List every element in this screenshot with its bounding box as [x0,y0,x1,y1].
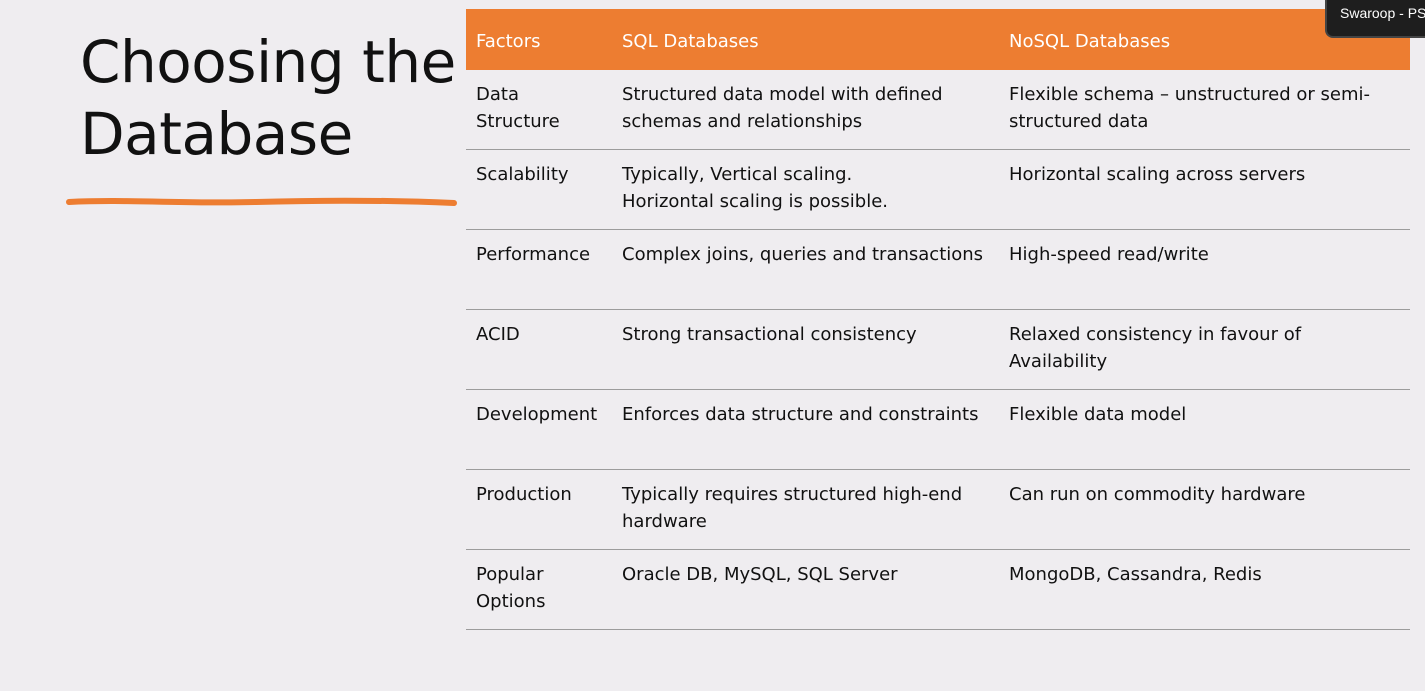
table-row: Production Typically requires structured… [466,470,1410,550]
row-nosql: Flexible data model [1009,404,1187,425]
row-sql: Strong transactional consistency [622,324,917,345]
row-nosql: Horizontal scaling across servers [1009,164,1306,185]
header-nosql: NoSQL Databases [1009,31,1171,52]
row-factor: ACID [476,324,520,345]
row-sql: Typically, Vertical scaling. Horizontal … [622,164,889,212]
row-nosql: MongoDB, Cassandra, Redis [1009,564,1262,585]
row-sql: Enforces data structure and constraints [622,404,979,425]
slide-title: Choosing the Database [80,26,456,170]
row-factor: Development [476,404,598,425]
slide-title-line-2: Database [80,100,353,168]
table-header-row: Factors SQL Databases NoSQL Databases [466,9,1410,70]
row-sql: Oracle DB, MySQL, SQL Server [622,564,898,585]
table-row: Performance Complex joins, queries and t… [466,230,1410,310]
slide-title-line-1: Choosing the [80,28,456,96]
row-nosql: Relaxed consistency in favour of Availab… [1009,324,1302,372]
row-factor: Performance [476,244,591,265]
row-factor: Scalability [476,164,569,185]
row-nosql: High-speed read/write [1009,244,1209,265]
row-factor: Data Structure [476,84,560,132]
table-row: Popular Options Oracle DB, MySQL, SQL Se… [466,550,1410,630]
row-sql: Complex joins, queries and transactions [622,244,984,265]
table-row: Scalability Typically, Vertical scaling.… [466,150,1410,230]
comparison-table: Factors SQL Databases NoSQL Databases Da… [466,9,1410,630]
row-factor: Popular Options [476,564,546,612]
table-row: Data Structure Structured data model wit… [466,70,1410,150]
presenter-name-tag[interactable]: Swaroop - PS [1327,0,1425,36]
row-sql: Typically requires structured high-end h… [622,484,963,532]
header-factors: Factors [476,31,541,52]
presenter-name-label: Swaroop - PS [1340,5,1425,21]
row-factor: Production [476,484,572,505]
row-nosql: Flexible schema – unstructured or semi- … [1009,84,1371,132]
row-sql: Structured data model with defined schem… [622,84,943,132]
row-nosql: Can run on commodity hardware [1009,484,1306,505]
title-underline-stroke [66,197,457,206]
header-sql: SQL Databases [622,31,759,52]
table-row: ACID Strong transactional consistency Re… [466,310,1410,390]
table-row: Development Enforces data structure and … [466,390,1410,470]
